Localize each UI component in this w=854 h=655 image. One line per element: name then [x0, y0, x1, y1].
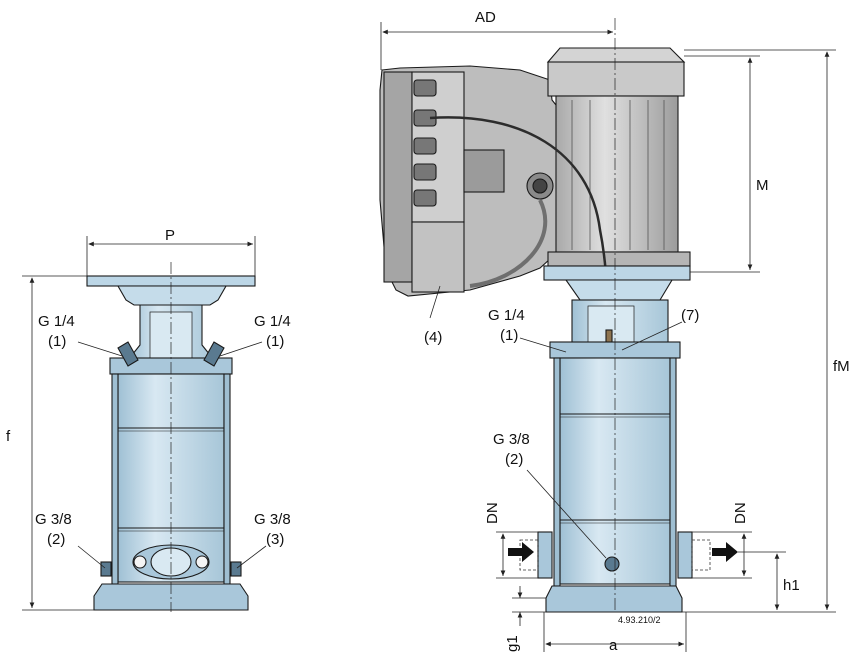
right-dimensions — [380, 22, 836, 652]
left-bottom-right-thread: G 3/8 — [254, 511, 291, 528]
left-top-left-thread: G 1/4 — [38, 313, 75, 330]
right-motor-stool — [564, 279, 673, 301]
dim-g1-label: g1 — [504, 635, 521, 652]
right-mid-ref: (2) — [505, 451, 523, 468]
right-mid-thread: G 3/8 — [493, 431, 530, 448]
vent-plug-right-icon — [203, 341, 225, 367]
left-bottom-left-ref: (2) — [47, 531, 65, 548]
outlet-arrow-icon — [712, 542, 738, 562]
right-top-ref: (1) — [500, 327, 518, 344]
drawing-number: 4.93.210/2 — [618, 615, 661, 625]
drain-plug-icon — [604, 556, 620, 572]
outlet-flange-right — [677, 531, 693, 579]
dim-M-label: M — [756, 177, 769, 194]
drain-plug-left-icon — [100, 561, 112, 577]
vent-plug-left-icon — [117, 341, 139, 367]
left-top-right-thread: G 1/4 — [254, 313, 291, 330]
right-pump-base — [545, 585, 683, 613]
left-bottom-right-ref: (3) — [266, 531, 284, 548]
left-pump-view — [86, 262, 256, 612]
motor-body — [555, 95, 679, 253]
inlet-arrow-icon — [508, 542, 534, 562]
right-top-thread: G 1/4 — [488, 307, 525, 324]
motor-stool — [117, 285, 227, 306]
dim-a-label: a — [609, 637, 618, 654]
ref-7-label: (7) — [681, 307, 699, 324]
dim-fM-label: fM — [833, 358, 850, 375]
dim-DN-left-label: DN — [484, 502, 501, 524]
ref-4-label: (4) — [424, 329, 442, 346]
inlet-flange — [537, 531, 553, 579]
drain-plug-right-icon — [230, 561, 242, 577]
right-pump-view — [379, 18, 738, 613]
left-top-right-ref: (1) — [266, 333, 284, 350]
left-bottom-left-thread: G 3/8 — [35, 511, 72, 528]
dim-DN-right-label: DN — [732, 502, 749, 524]
left-top-left-ref: (1) — [48, 333, 66, 350]
dim-h1-label: h1 — [783, 577, 800, 594]
motor-cover — [546, 47, 686, 63]
dim-P-label: P — [165, 227, 175, 244]
cable-glands-icon — [413, 79, 437, 207]
right-pump-sleeve — [559, 357, 671, 585]
dim-f-label: f — [6, 428, 11, 445]
dim-AD-label: AD — [475, 9, 496, 26]
left-dimensions — [22, 236, 267, 611]
